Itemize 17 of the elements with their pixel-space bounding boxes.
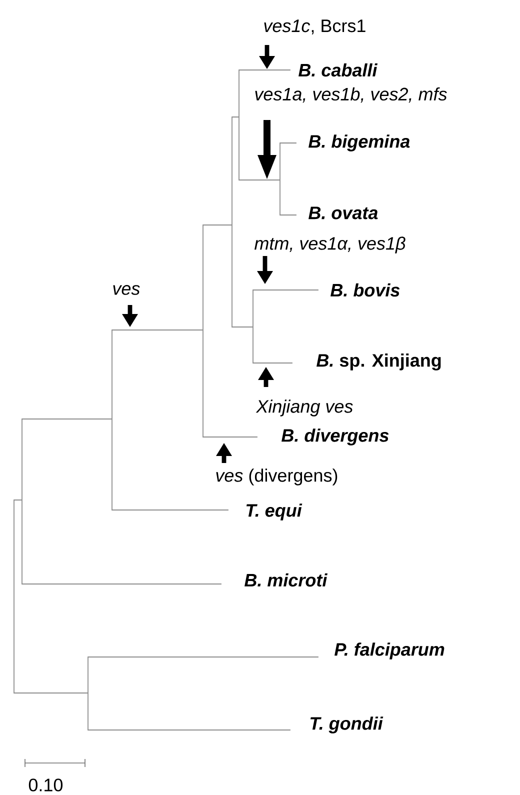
species-label: B. microti <box>244 573 328 587</box>
species-label: T. gondii <box>310 716 384 734</box>
gene-label: ves1c, Bcrs1 <box>264 20 366 34</box>
scale-label: 0.10 <box>28 778 63 792</box>
species-label: P. falciparum <box>334 642 444 660</box>
gene-label: ves (divergens) <box>216 468 338 486</box>
gene-label: ves <box>113 285 140 295</box>
gene-label: Xinjiang ves <box>256 400 353 416</box>
species-label: T. equi <box>246 504 302 520</box>
gene-label: ves1a, ves1b, ves2, mfs <box>255 87 447 103</box>
species-label: B. bigemina <box>308 134 410 152</box>
species-label: B. sp. Xinjiang <box>316 354 441 370</box>
species-label: B. ovata <box>308 206 378 220</box>
species-label: B. divergens <box>282 428 389 446</box>
species-label: B. caballi <box>298 63 378 77</box>
species-label: B. bovis <box>330 283 400 297</box>
gene-label: mtm, ves1α, ves1β <box>254 236 406 254</box>
